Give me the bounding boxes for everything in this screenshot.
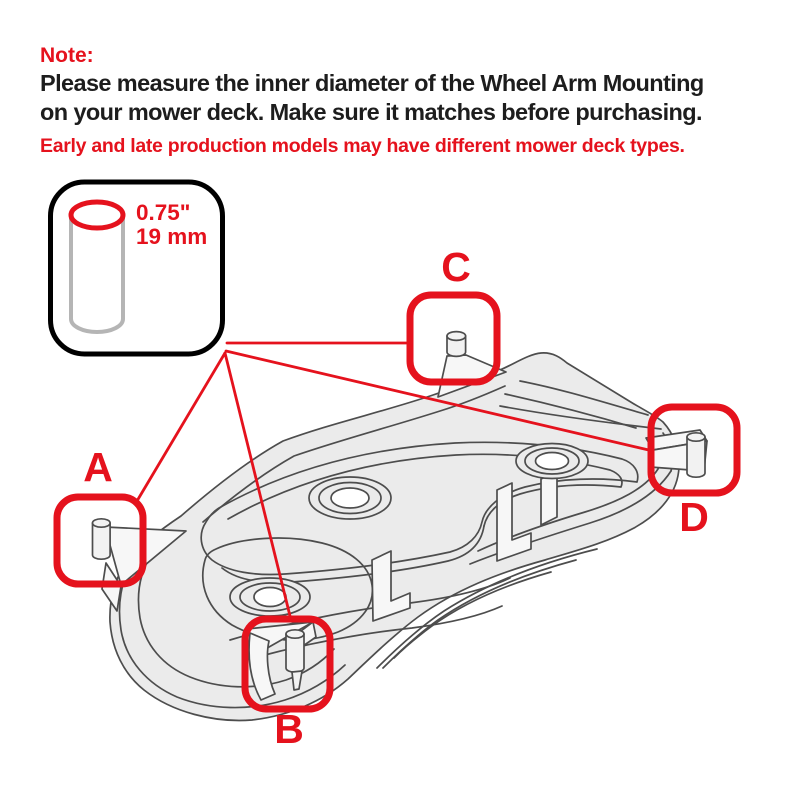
mount-b-pin-foot xyxy=(291,670,303,691)
mount-label-c: C xyxy=(441,244,471,290)
deck-outer-body xyxy=(109,352,680,722)
mount-highlight-a xyxy=(53,493,147,588)
deck-skirt-band xyxy=(376,548,598,669)
mount-highlight-d xyxy=(647,403,741,497)
measurement-callout xyxy=(48,179,225,357)
spindle-center xyxy=(308,476,392,520)
deck-channel-inner xyxy=(227,453,623,527)
wheel-arm-mount-d xyxy=(645,429,708,479)
callout-connector-lines xyxy=(135,341,655,622)
mount-c-pin xyxy=(446,335,467,358)
mount-label-d: D xyxy=(679,494,709,540)
connector-to-b xyxy=(223,351,293,622)
mount-b-pin xyxy=(285,633,305,674)
bushing-cylinder xyxy=(69,215,125,334)
bushing-inner-diameter-ring xyxy=(68,199,126,231)
deck-skirt-band xyxy=(118,561,346,709)
spindle-front-left xyxy=(229,577,311,617)
warning-text: Early and late production models may hav… xyxy=(40,135,685,157)
deck-rim-line xyxy=(202,385,506,523)
wheel-arm-mount-b xyxy=(246,621,317,701)
mount-a-pin xyxy=(91,522,111,561)
connector-to-d xyxy=(224,349,655,453)
mount-highlight-b xyxy=(241,615,334,713)
instruction-line-2: on your mower deck. Make sure it matches… xyxy=(40,99,703,125)
deck-hook-tab xyxy=(496,482,532,562)
deck-hook-tab xyxy=(371,550,411,622)
diameter-inches-label: 0.75" xyxy=(136,200,191,225)
connector-to-a xyxy=(135,351,227,503)
deck-skirt-band xyxy=(393,571,552,659)
mount-d-pin xyxy=(686,436,706,479)
mower-deck xyxy=(91,330,708,722)
diameter-mm-label: 19 mm xyxy=(136,224,208,249)
mount-highlight-c xyxy=(406,291,501,386)
deck-hook-tab xyxy=(540,471,558,526)
mount-label-b: B xyxy=(274,706,304,752)
mount-a-pin-top xyxy=(91,517,111,529)
mount-highlight-boxes xyxy=(53,291,741,713)
note-label: Note: xyxy=(40,44,94,67)
instruction-line-1: Please measure the inner diameter of the… xyxy=(40,70,704,96)
mount-b-bracket xyxy=(248,632,276,701)
wheel-arm-mount-c xyxy=(437,330,507,398)
mount-label-a: A xyxy=(83,444,113,490)
mount-c-pin-top xyxy=(446,330,467,342)
mount-b-pin-top xyxy=(285,628,305,640)
deck-right-band xyxy=(499,405,662,430)
spindle-right xyxy=(515,442,589,480)
mount-d-pin-top xyxy=(686,431,706,443)
deck-rear-contour xyxy=(519,380,649,416)
